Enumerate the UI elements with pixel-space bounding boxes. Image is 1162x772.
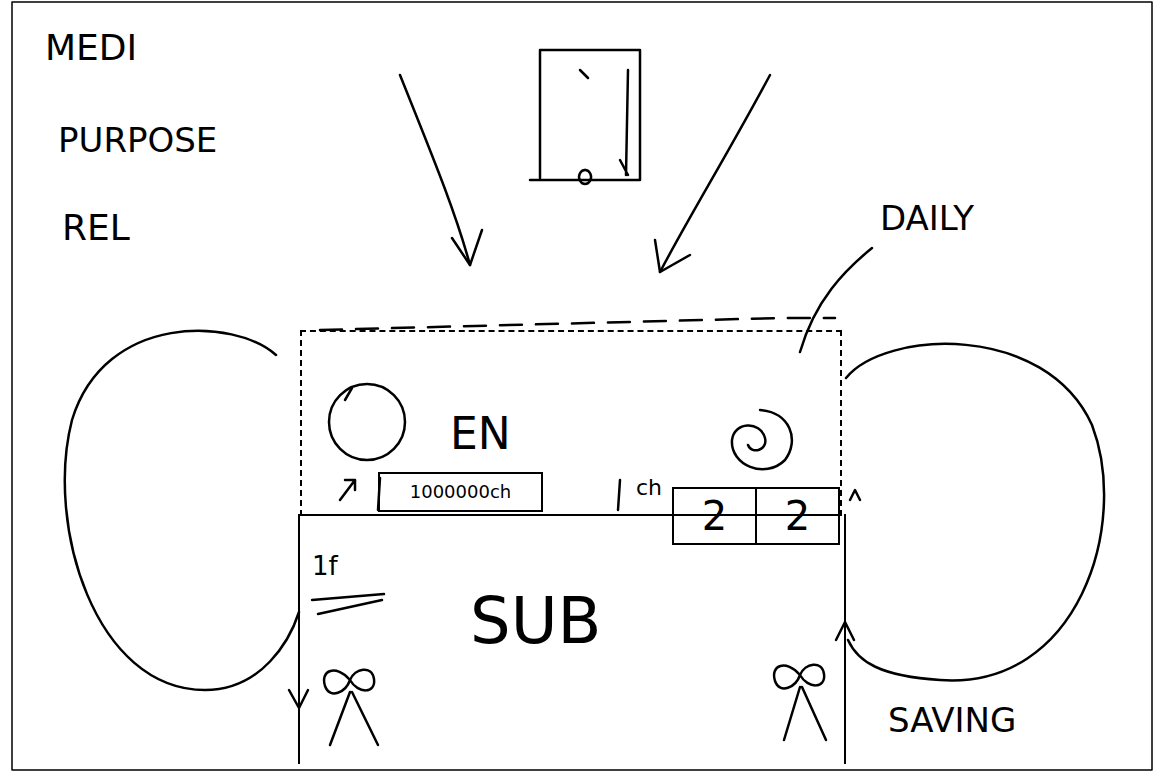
amount-box: 1000000ch <box>378 472 543 512</box>
callout-label: SAVING <box>888 702 1016 739</box>
amount-note: 1f <box>312 552 338 581</box>
callout-label: DAILY <box>880 200 974 237</box>
node-text: SUB <box>470 586 601 656</box>
unit-text: ch <box>636 476 662 500</box>
small-arrow <box>340 478 380 510</box>
card-symbol <box>530 50 640 180</box>
circle-mark <box>345 388 352 400</box>
main-box: EN1000000ch22 <box>300 330 842 516</box>
arrow-head <box>850 490 860 500</box>
node-text: 1000000ch <box>410 482 511 502</box>
flow-arrow <box>400 75 470 265</box>
note-text: REL <box>62 208 130 248</box>
left-lobe <box>65 331 299 690</box>
node-text: 2 <box>785 494 810 538</box>
count-box: 2 <box>756 487 840 545</box>
left-circle <box>329 384 405 460</box>
tick <box>618 480 620 510</box>
card-marks <box>579 70 628 184</box>
figure <box>774 665 826 740</box>
arrow-head <box>655 240 690 272</box>
dashed-edge <box>320 318 835 330</box>
arrow-head <box>452 230 482 265</box>
strike-line <box>312 594 384 614</box>
figure <box>324 670 378 745</box>
frame <box>12 2 1152 770</box>
sub-area: SUB <box>298 514 846 764</box>
node-text: EN <box>450 410 511 458</box>
node-text: 2 <box>702 494 727 538</box>
note-text: PURPOSE <box>58 122 217 159</box>
note-text: MEDI <box>45 28 137 68</box>
leader-line <box>800 248 872 352</box>
right-lobe <box>846 344 1104 681</box>
spiral <box>732 410 792 469</box>
flow-arrow <box>660 75 770 272</box>
count-box: 2 <box>672 487 756 545</box>
